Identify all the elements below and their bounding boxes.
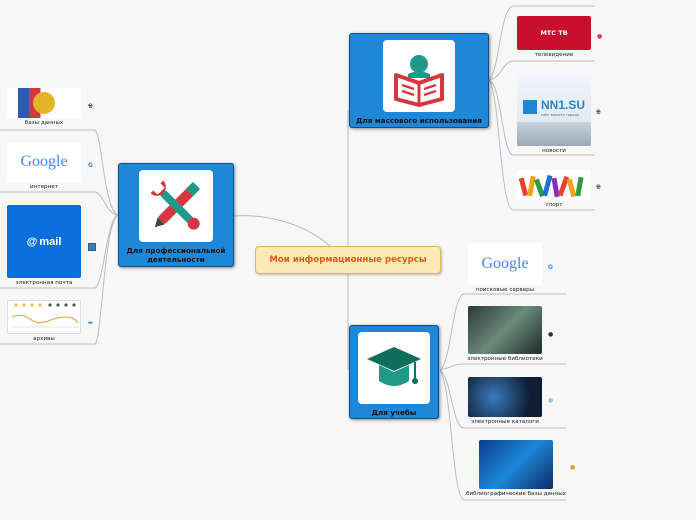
branch-professional[interactable]: Для профессиональной деятельности bbox=[118, 163, 234, 267]
e-library-photo bbox=[468, 306, 542, 354]
study-item-search-servers-label: поисковые серверы bbox=[475, 287, 535, 293]
site-favicon-icon: ● bbox=[548, 397, 554, 404]
city-photo bbox=[517, 122, 591, 146]
google-g-icon: G bbox=[88, 162, 93, 169]
google-logo-text: Google bbox=[481, 255, 529, 272]
mail-logo-text: mail bbox=[39, 235, 62, 248]
mts-icon: ● bbox=[597, 33, 603, 40]
mail-logo: @ mail bbox=[7, 205, 81, 278]
google-logo: Google bbox=[468, 243, 542, 285]
archive-site-icon: ▬ bbox=[88, 320, 93, 326]
central-topic-label: Мои информационные ресурсы bbox=[269, 255, 427, 265]
reader-book-icon bbox=[383, 40, 455, 112]
mail-square-icon bbox=[88, 243, 96, 251]
weather-archive-image bbox=[7, 300, 81, 334]
bibliographic-db-image bbox=[479, 440, 553, 489]
building-icon bbox=[523, 100, 537, 114]
pro-item-databases-label: базы данных bbox=[24, 120, 64, 126]
mass-item-sport-label: спорт bbox=[545, 202, 563, 208]
databases-emblem-image bbox=[7, 88, 81, 118]
pro-item-email-label: электронная почта bbox=[15, 280, 73, 286]
mass-item-sport[interactable]: спорт bbox=[515, 170, 593, 208]
mass-item-news-label: новости bbox=[542, 148, 566, 154]
site-favicon-icon: ● bbox=[570, 464, 576, 471]
branch-mass-use-label: Для массового использования bbox=[356, 116, 482, 125]
central-topic[interactable]: Мои информационные ресурсы bbox=[255, 246, 441, 274]
globe-icon: 🌐︎ bbox=[596, 109, 601, 116]
study-item-e-libraries[interactable]: электронные библиотеки bbox=[467, 306, 543, 362]
e-catalog-photo bbox=[468, 377, 542, 417]
mass-item-tv-label: телевидение bbox=[534, 52, 574, 58]
study-item-e-catalogs[interactable]: электронные каталоги bbox=[467, 377, 543, 425]
pro-item-email[interactable]: @ mail электронная почта bbox=[6, 205, 82, 286]
branch-study-label: Для учебы bbox=[371, 408, 417, 417]
site-favicon-icon: ● bbox=[548, 331, 554, 338]
branch-study[interactable]: Для учебы bbox=[349, 325, 439, 419]
pro-item-internet[interactable]: Google интернет bbox=[6, 142, 82, 190]
branch-mass-use[interactable]: Для массового использования bbox=[349, 33, 489, 128]
nn1-news-logo: NN1.SU сайт вашего города bbox=[517, 72, 591, 146]
graduation-cap-icon bbox=[358, 332, 430, 404]
study-item-e-libraries-label: электронные библиотеки bbox=[467, 356, 543, 362]
sport-silhouettes-image bbox=[517, 170, 591, 200]
mass-item-tv[interactable]: МТС ТВ телевидение bbox=[515, 16, 593, 58]
google-logo: Google bbox=[7, 142, 81, 182]
globe-icon: 🌐︎ bbox=[88, 103, 93, 110]
study-item-bibliographic-db[interactable]: библиографические базы данных bbox=[466, 440, 566, 497]
branch-professional-label: Для профессиональной деятельности bbox=[126, 246, 226, 264]
google-logo-text: Google bbox=[20, 153, 68, 170]
nn1-logo-subtext: сайт вашего города bbox=[541, 113, 580, 117]
emblem-icon bbox=[33, 92, 55, 114]
mail-at-icon: @ bbox=[26, 235, 38, 248]
globe-icon: 🌐︎ bbox=[596, 184, 601, 191]
pro-item-internet-label: интернет bbox=[30, 184, 58, 190]
study-item-e-catalogs-label: электронные каталоги bbox=[471, 419, 539, 425]
study-item-search-servers[interactable]: Google поисковые серверы bbox=[467, 243, 543, 293]
pro-item-archives[interactable]: архивы bbox=[6, 300, 82, 342]
google-g-icon: G bbox=[548, 264, 553, 271]
pro-item-archives-label: архивы bbox=[33, 336, 55, 342]
mass-item-news[interactable]: NN1.SU сайт вашего города новости bbox=[515, 72, 593, 154]
mts-tv-logo-text: МТС ТВ bbox=[540, 29, 568, 37]
tools-icon bbox=[139, 170, 213, 242]
nn1-logo-text: NN1.SU bbox=[541, 98, 586, 112]
pro-item-databases[interactable]: базы данных bbox=[6, 88, 82, 126]
study-item-bibliographic-db-label: библиографические базы данных bbox=[466, 491, 566, 497]
mts-tv-logo: МТС ТВ bbox=[517, 16, 591, 50]
